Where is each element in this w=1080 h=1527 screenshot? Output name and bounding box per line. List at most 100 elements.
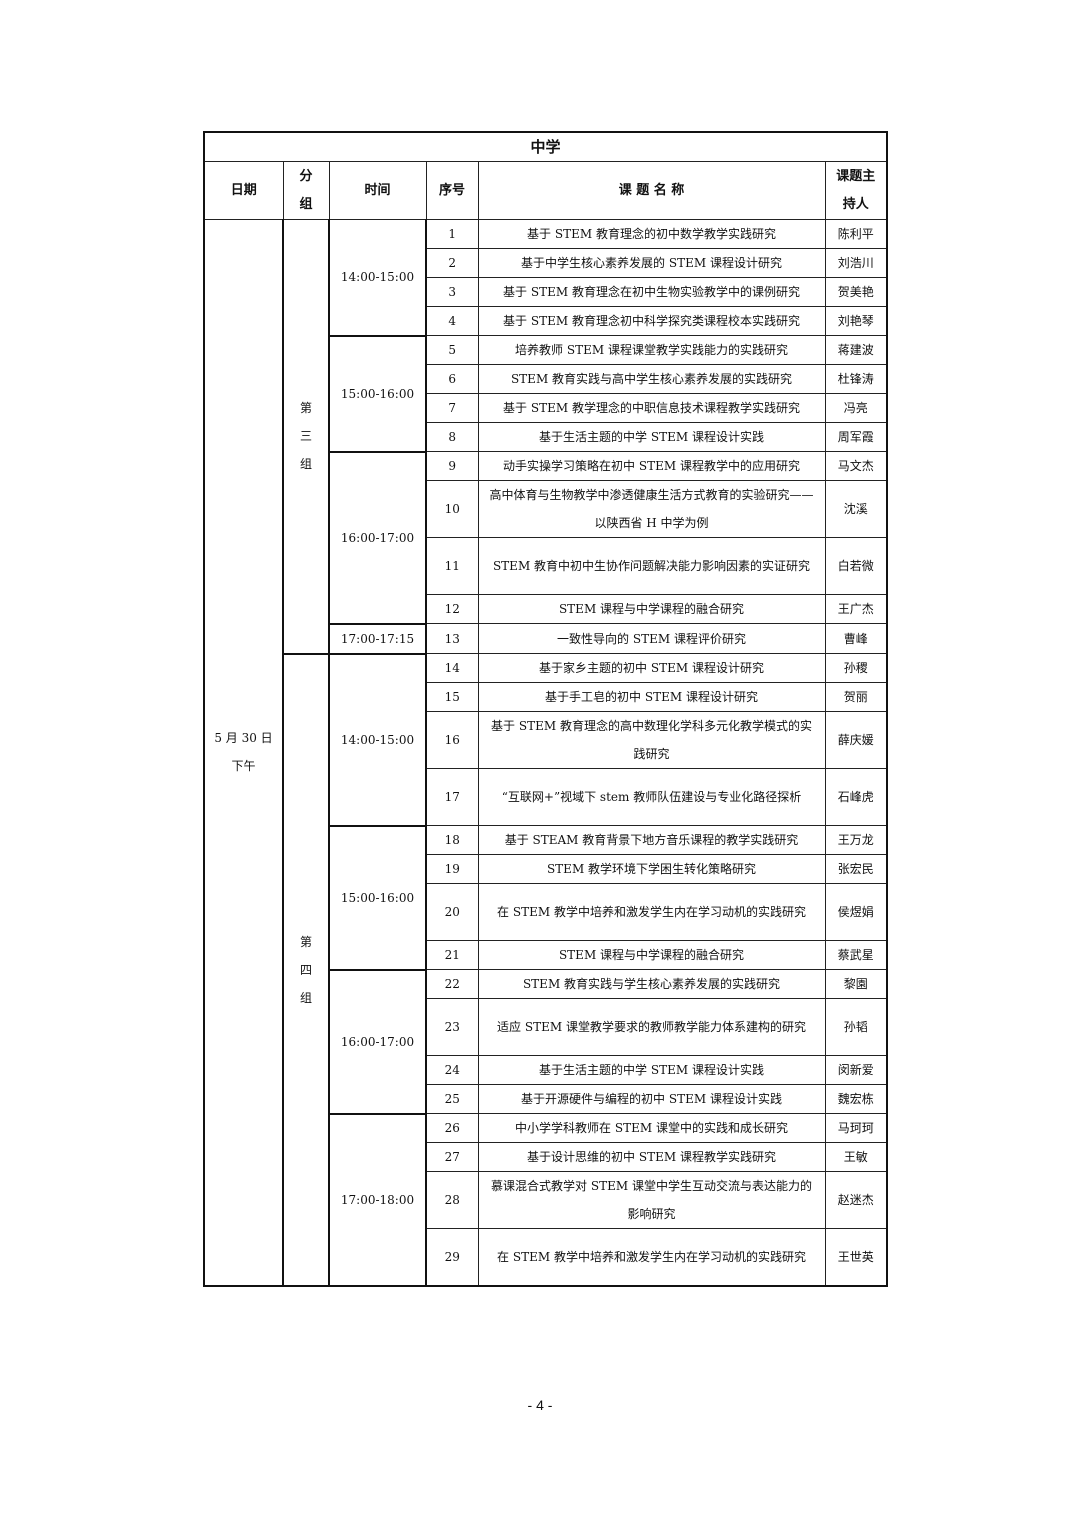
row-topic: 高中体育与生物教学中渗透健康生活方式教育的实验研究——以陕西省 H 中学为例 [477, 480, 826, 538]
row-topic: 基于 STEAM 教育背景下地方音乐课程的教学实践研究 [477, 825, 826, 855]
row-host: 马珂珂 [824, 1113, 888, 1143]
row-index: 2 [425, 248, 479, 278]
row-index: 7 [425, 393, 479, 423]
header-host: 课题主 持人 [824, 161, 888, 220]
row-index: 9 [425, 451, 479, 481]
row-host: 蒋建波 [824, 335, 888, 365]
row-host: 孙韬 [824, 998, 888, 1056]
row-topic: 适应 STEM 课堂教学要求的教师教学能力体系建构的研究 [477, 998, 826, 1056]
group-cell: 第三组 [282, 219, 330, 655]
row-topic: 基于中学生核心素养发展的 STEM 课程设计研究 [477, 248, 826, 278]
row-index: 14 [425, 653, 479, 683]
group-line1: 第 [299, 934, 312, 949]
schedule-table: 中学 日期 分 组 时间 序号 课 题 名 称 课题主 持人 5 月 30 日下… [203, 131, 888, 1287]
row-host: 陈利平 [824, 219, 888, 249]
row-topic: STEM 课程与中学课程的融合研究 [477, 940, 826, 970]
row-index: 23 [425, 998, 479, 1056]
row-host: 杜锋涛 [824, 364, 888, 394]
row-host: 张宏民 [824, 854, 888, 884]
row-host: 赵迷杰 [824, 1171, 888, 1229]
row-topic: 基于 STEM 教学理念的中职信息技术课程教学实践研究 [477, 393, 826, 423]
time-slot-cell: 16:00-17:00 [328, 451, 427, 625]
row-host: 薛庆媛 [824, 711, 888, 769]
row-host: 王敏 [824, 1142, 888, 1172]
row-host: 孙稷 [824, 653, 888, 683]
group-line2: 三 [299, 429, 312, 444]
row-host: 王世英 [824, 1228, 888, 1287]
row-host: 侯煜娟 [824, 883, 888, 941]
table-title: 中学 [203, 131, 888, 162]
row-index: 19 [425, 854, 479, 884]
row-index: 21 [425, 940, 479, 970]
row-topic: 基于 STEM 教育理念初中科学探究类课程校本实践研究 [477, 306, 826, 336]
row-host: 王万龙 [824, 825, 888, 855]
time-slot-cell: 14:00-15:00 [328, 219, 427, 337]
group-line2: 四 [299, 962, 312, 977]
row-topic: 中小学学科教师在 STEM 课堂中的实践和成长研究 [477, 1113, 826, 1143]
header-group-line2: 组 [299, 196, 313, 212]
row-topic: STEM 教学环境下学困生转化策略研究 [477, 854, 826, 884]
row-host: 黎園 [824, 969, 888, 999]
header-time: 时间 [328, 161, 427, 220]
row-host: 魏宏栋 [824, 1084, 888, 1114]
row-topic: STEM 教育实践与学生核心素养发展的实践研究 [477, 969, 826, 999]
header-host-line1: 课题主 [836, 168, 876, 184]
time-slot-cell: 15:00-16:00 [328, 335, 427, 453]
row-topic: 基于手工皂的初中 STEM 课程设计研究 [477, 682, 826, 712]
row-topic: 在 STEM 教学中培养和激发学生内在学习动机的实践研究 [477, 1228, 826, 1287]
row-topic: 基于设计思维的初中 STEM 课程教学实践研究 [477, 1142, 826, 1172]
row-index: 10 [425, 480, 479, 538]
row-topic: “互联网+”视域下 stem 教师队伍建设与专业化路径探析 [477, 768, 826, 826]
row-host: 闵新爱 [824, 1055, 888, 1085]
row-index: 15 [425, 682, 479, 712]
row-index: 5 [425, 335, 479, 365]
table-row: 17“互联网+”视域下 stem 教师队伍建设与专业化路径探析石峰虎 [204, 768, 888, 826]
row-index: 8 [425, 422, 479, 452]
group-line3: 组 [299, 990, 312, 1005]
row-index: 3 [425, 277, 479, 307]
date-cell: 5 月 30 日下午 [203, 219, 284, 1287]
row-topic: STEM 教育实践与高中学生核心素养发展的实践研究 [477, 364, 826, 394]
row-index: 12 [425, 594, 479, 624]
group-line1: 第 [299, 401, 312, 416]
row-host: 周军霞 [824, 422, 888, 452]
row-topic: 基于 STEM 教育理念的初中数学教学实践研究 [477, 219, 826, 249]
row-host: 刘艳琴 [824, 306, 888, 336]
row-index: 26 [425, 1113, 479, 1143]
row-index: 27 [425, 1142, 479, 1172]
row-topic: 一致性导向的 STEM 课程评价研究 [477, 623, 826, 654]
date-line2: 下午 [231, 759, 256, 774]
row-index: 17 [425, 768, 479, 826]
time-slot-cell: 17:00-17:15 [328, 623, 427, 655]
row-topic: STEM 课程与中学课程的融合研究 [477, 594, 826, 624]
row-index: 24 [425, 1055, 479, 1085]
row-host: 贺丽 [824, 682, 888, 712]
row-host: 白若微 [824, 537, 888, 595]
row-index: 20 [425, 883, 479, 941]
row-topic: 基于 STEM 教育理念在初中生物实验教学中的课例研究 [477, 277, 826, 307]
row-host: 贺美艳 [824, 277, 888, 307]
row-host: 马文杰 [824, 451, 888, 481]
row-host: 刘浩川 [824, 248, 888, 278]
row-index: 4 [425, 306, 479, 336]
page-number: - 4 - [527, 1397, 553, 1413]
row-index: 6 [425, 364, 479, 394]
row-topic: 动手实操学习策略在初中 STEM 课程教学中的应用研究 [477, 451, 826, 481]
